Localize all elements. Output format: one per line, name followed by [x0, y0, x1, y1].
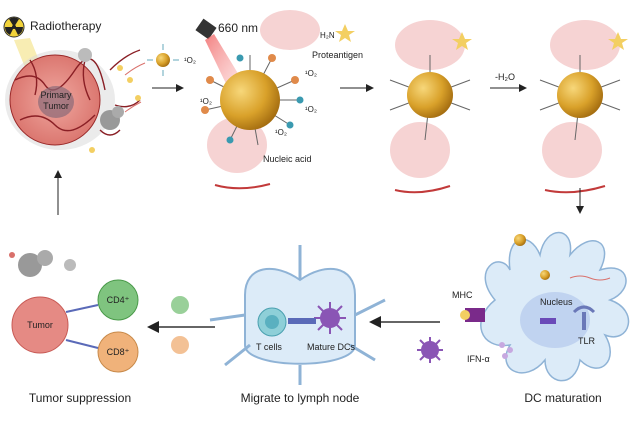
dna-icon — [540, 318, 556, 324]
proteantigen-star — [335, 24, 355, 42]
proteantigen-label: Proteantigen — [312, 50, 363, 60]
wavelength-label: 660 nm — [218, 21, 258, 35]
singlet-oxygen-label: ¹O₂ — [184, 56, 196, 65]
t-cells-label: T cells — [256, 342, 282, 352]
mature-dc-in-node — [314, 302, 346, 334]
gold-nanoparticle — [220, 70, 280, 130]
t-cell-nucleus — [265, 315, 279, 329]
mhc-complex — [460, 308, 485, 322]
tlr-receptor — [572, 305, 596, 330]
receptor-ligands — [226, 54, 304, 144]
singlet-oxygen-label: ¹O₂ — [305, 105, 317, 114]
primary-tumor-label-1: Primary — [41, 90, 72, 100]
tcr-bindings — [65, 304, 99, 349]
nucleic-acid-strand — [214, 183, 271, 190]
endosomal-nanoparticle — [540, 270, 550, 280]
cell-debris — [78, 48, 146, 153]
small-nanoparticle — [147, 44, 179, 76]
singlet-oxygen-label: ¹O₂ — [200, 97, 212, 106]
mature-dcs-label: Mature DCs — [307, 342, 356, 352]
radiotherapy-label: Radiotherapy — [30, 19, 101, 33]
tumor-suppression-label: Tumor suppression — [29, 391, 131, 405]
tlr-label: TLR — [578, 336, 596, 346]
mature-dc-icon — [417, 337, 443, 363]
proteantigen-bubble — [260, 10, 320, 50]
released-nucleic-acid — [569, 275, 611, 281]
tumor-vessels — [14, 49, 141, 136]
laser-icon — [195, 18, 217, 40]
synapse — [288, 318, 316, 324]
cd4-t-cell — [97, 279, 139, 321]
singlet-oxygen-label: ¹O₂ — [275, 128, 287, 137]
ifn-alpha-molecules — [499, 342, 513, 359]
nucleus-label: Nucleus — [540, 297, 573, 307]
cd8-t-cell — [97, 331, 139, 373]
tumor-cell — [11, 296, 69, 354]
amine-label: H₂N — [320, 31, 335, 40]
cd8-label: CD8⁺ — [107, 347, 130, 357]
lymph-node — [244, 267, 356, 365]
internalized-nanoparticle — [514, 234, 526, 246]
cd8-cell-small — [171, 336, 189, 354]
ifn-alpha-label: IFN-α — [467, 354, 490, 364]
singlet-oxygen-label: ¹O₂ — [305, 69, 317, 78]
cd4-cell-small — [171, 296, 189, 314]
migrate-label: Migrate to lymph node — [241, 391, 360, 405]
cd4-label: CD4⁺ — [107, 295, 130, 305]
primary-tumor-label-2: Tumor — [43, 101, 69, 111]
dc-maturation-label: DC maturation — [524, 391, 601, 405]
tumor-debris — [9, 250, 76, 277]
nucleic-acid-bubble — [207, 117, 267, 173]
lymphatic-vessels — [209, 245, 386, 385]
photosensitizer-stars — [201, 54, 299, 114]
radiation-icon — [3, 16, 25, 38]
nucleic-acid-label: Nucleic acid — [263, 154, 312, 164]
conjugate-final — [539, 20, 628, 194]
dehydration-label: -H₂O — [495, 72, 515, 82]
tumor-core — [38, 86, 74, 118]
mhc-label: MHC — [452, 290, 473, 300]
tumor-label: Tumor — [27, 320, 53, 330]
conjugate-intermediate — [389, 20, 472, 194]
